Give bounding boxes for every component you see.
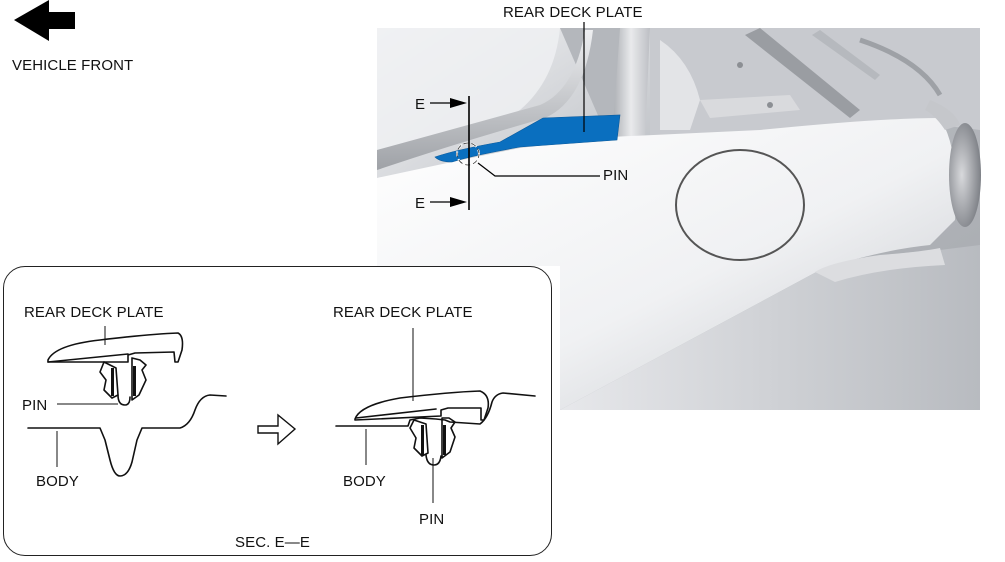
rear-deck-plate-label-after: REAR DECK PLATE (333, 304, 473, 321)
pin-label-after: PIN (419, 511, 445, 528)
body-label-after: BODY (343, 473, 386, 490)
rear-deck-plate-label-main: REAR DECK PLATE (503, 4, 643, 21)
section-marker-e-top: E (415, 96, 426, 113)
body-label-before: BODY (36, 473, 79, 490)
pin-label-before: PIN (22, 397, 48, 414)
vehicle-front-label: VEHICLE FRONT (12, 57, 134, 74)
rear-deck-plate-highlight (434, 114, 621, 163)
section-caption: SEC. E—E (235, 534, 310, 551)
section-detail-callout (3, 266, 552, 556)
rear-deck-plate-label-before: REAR DECK PLATE (24, 304, 164, 321)
section-marker-e-bottom: E (415, 195, 426, 212)
pin-label-main: PIN (603, 167, 629, 184)
